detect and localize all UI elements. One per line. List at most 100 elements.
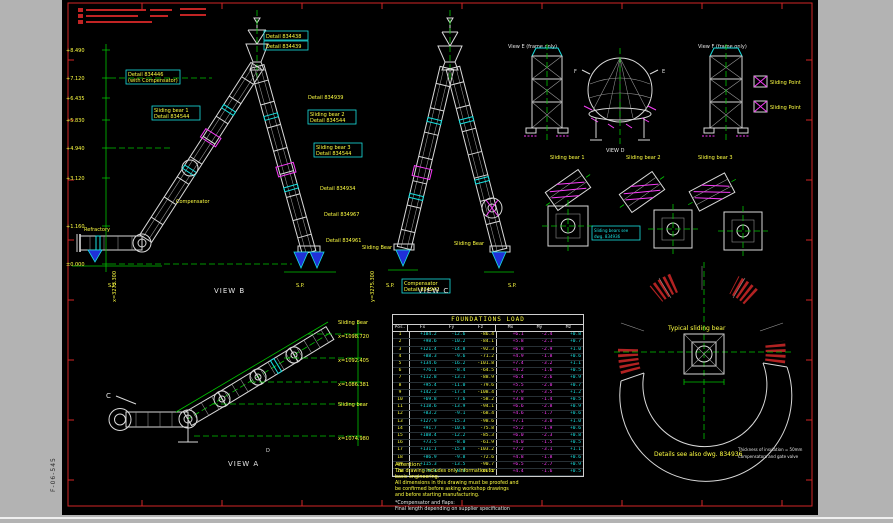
foundation-cell: +0.5 [569,397,582,403]
foundation-cell: -8.4 [454,368,466,374]
view-c-structure [388,10,514,273]
attention-line: basic engineering. [395,474,440,480]
foundation-cell: +0.7 [569,339,582,345]
foundation-cell: -2.0 [541,382,553,388]
foundation-cell: +1.0 [569,346,582,352]
attention-lines: The drawing includes only information fo… [395,469,565,499]
sliding-point-label: Sliding Point [770,80,801,86]
view-f-frame: View F (frame only) Sliding Point Slidin… [698,44,801,142]
section-marker-e: E [662,69,665,75]
bottom-margin [0,515,893,523]
detail-callout: Detail 834438 [266,34,301,40]
foundation-row: 1+104.2-12.6-86.4+6.1-2.4+0.8 [393,332,583,340]
table-column-header: Pos. [394,325,406,330]
foundation-cell: -64.5 [480,368,495,374]
foundation-cell: -1.8 [541,353,553,359]
foundation-cell: -8.8 [454,469,466,475]
sp-marker: S.P. [296,283,305,289]
table-column-header: Mz [565,325,572,330]
table-column-header: Fz [477,325,484,330]
view-b-labels: Detail 834438 Detail 834439 Detail 83444… [66,30,363,302]
foundation-cell: +6.5 [496,461,526,469]
foundation-cell: -2.8 [541,404,553,410]
foundation-cell: -1.8 [541,454,553,460]
section-marker-d: D [266,448,270,454]
foundation-cell: 12 [397,411,403,417]
foundation-cell: 4 [398,353,402,359]
foundation-cell: +98.6 [409,339,439,346]
section-marker-f: F [574,69,577,75]
drawing-border [67,2,813,507]
foundation-cell: 13 [397,418,403,424]
table-column-header: Mx [495,325,525,332]
foundation-cell: -94.1 [480,404,495,410]
view-d-dome: VIEW D E F [574,48,665,154]
attention-line: The drawing includes only information fo… [395,468,496,474]
foundation-row: 14+91.7-10.6-75.8+5.2-1.9+0.6 [393,425,583,434]
view-d-title: VIEW D [606,148,625,154]
foundation-row: 10+69.8-7.6-58.2+3.8-1.4+0.5 [393,397,583,405]
foundation-cell: +0.9 [569,375,582,381]
foundation-cell: -3.1 [541,447,553,453]
bearing-note: Sliding bears see [594,228,629,233]
foundation-cell: -13.9 [451,404,466,410]
foundation-cell: +7.4 [496,361,526,368]
foundation-cell: 8 [398,382,402,388]
elevation-label: +4.940 [66,146,85,152]
detail-callout: Detail 834439 [266,44,301,50]
foundation-cell: +0.5 [569,469,582,475]
foundation-cell: +7.2 [496,447,526,454]
foundation-cell: 14 [397,425,403,431]
coordinate-label: y=3275.300 [370,271,376,302]
foundation-cell: -3.5 [541,389,553,395]
sliding-bear-label: Sliding bear [338,402,369,408]
foundation-row: 6+76.1-8.4-64.5+4.2-1.6+0.5 [393,368,583,376]
coordinate-label: x=1086.381 [338,382,369,388]
bearing-label: Sliding bear 1 [550,155,585,161]
sliding-point-label: Sliding Point [770,105,801,111]
foundation-cell: +4.8 [496,454,526,461]
foundation-cell: +118.6 [409,404,439,411]
foundation-cell: -92.3 [480,346,495,352]
typical-sliding-bear-label: Typical sliding bear [667,325,726,332]
foundation-cell: 1 [398,332,402,338]
sliding-bear-label: Sliding Bear [362,245,393,251]
sliding-bear-label: Sliding Bear [454,241,485,247]
foundation-cell: -8.0 [454,440,466,446]
view-b-title: VIEW B [214,287,245,295]
table-column-header: My [536,325,543,330]
attention-line: All dimensions in this drawing must be p… [395,480,519,486]
foundation-cell: +6.8 [496,346,526,353]
foundation-cell: +4.9 [496,353,526,361]
insulation-note: Thickness of insulation = 50mm [737,447,803,452]
sp-marker: S.P. [386,283,395,289]
foundation-cell: +76.1 [409,368,439,375]
foundation-cell: +1.2 [569,389,582,395]
table-title: FOUNDATIONS LOAD [393,315,583,325]
foundation-cell: +0.6 [569,411,582,417]
foundation-cell: -86.4 [480,332,495,338]
foundation-row: 12+83.2-9.1-68.4+4.6-1.7+0.6 [393,411,583,419]
foundation-cell: -79.6 [480,382,495,388]
foundation-cell: +1.0 [569,418,582,424]
gate-valve-note: Compensators and gate valve [738,454,799,459]
elevation-label: +3.120 [66,176,85,182]
foundation-cell: -9.1 [454,411,466,417]
foundation-cell: +4.2 [496,368,526,375]
foundation-row: 7+112.8-13.1-88.9+6.4-2.6+0.9 [393,375,583,383]
compensator-label: Compensator [404,281,439,287]
sheet-number: F-06-545 [50,457,57,492]
revision-block [78,8,206,24]
elevation-label: ±0.000 [66,262,85,268]
drawing-canvas[interactable]: Detail 834438 Detail 834439 Detail 83444… [62,0,818,515]
foundation-cell: -9.6 [454,353,466,359]
foundation-cell: +0.6 [569,454,582,460]
compensator-note-title: *Compensator and flaps: [395,501,455,507]
foundation-cell: 7 [398,375,402,381]
foundation-cell: -103.2 [477,447,495,453]
foundation-cell: 3 [398,346,402,352]
sliding-bear-callout: Sliding bear 1 [154,108,189,114]
view-a-structure: C D VIEW A Sliding Bear x=1098.720 x=109… [106,320,369,468]
foundation-cell: -13.5 [451,461,466,467]
